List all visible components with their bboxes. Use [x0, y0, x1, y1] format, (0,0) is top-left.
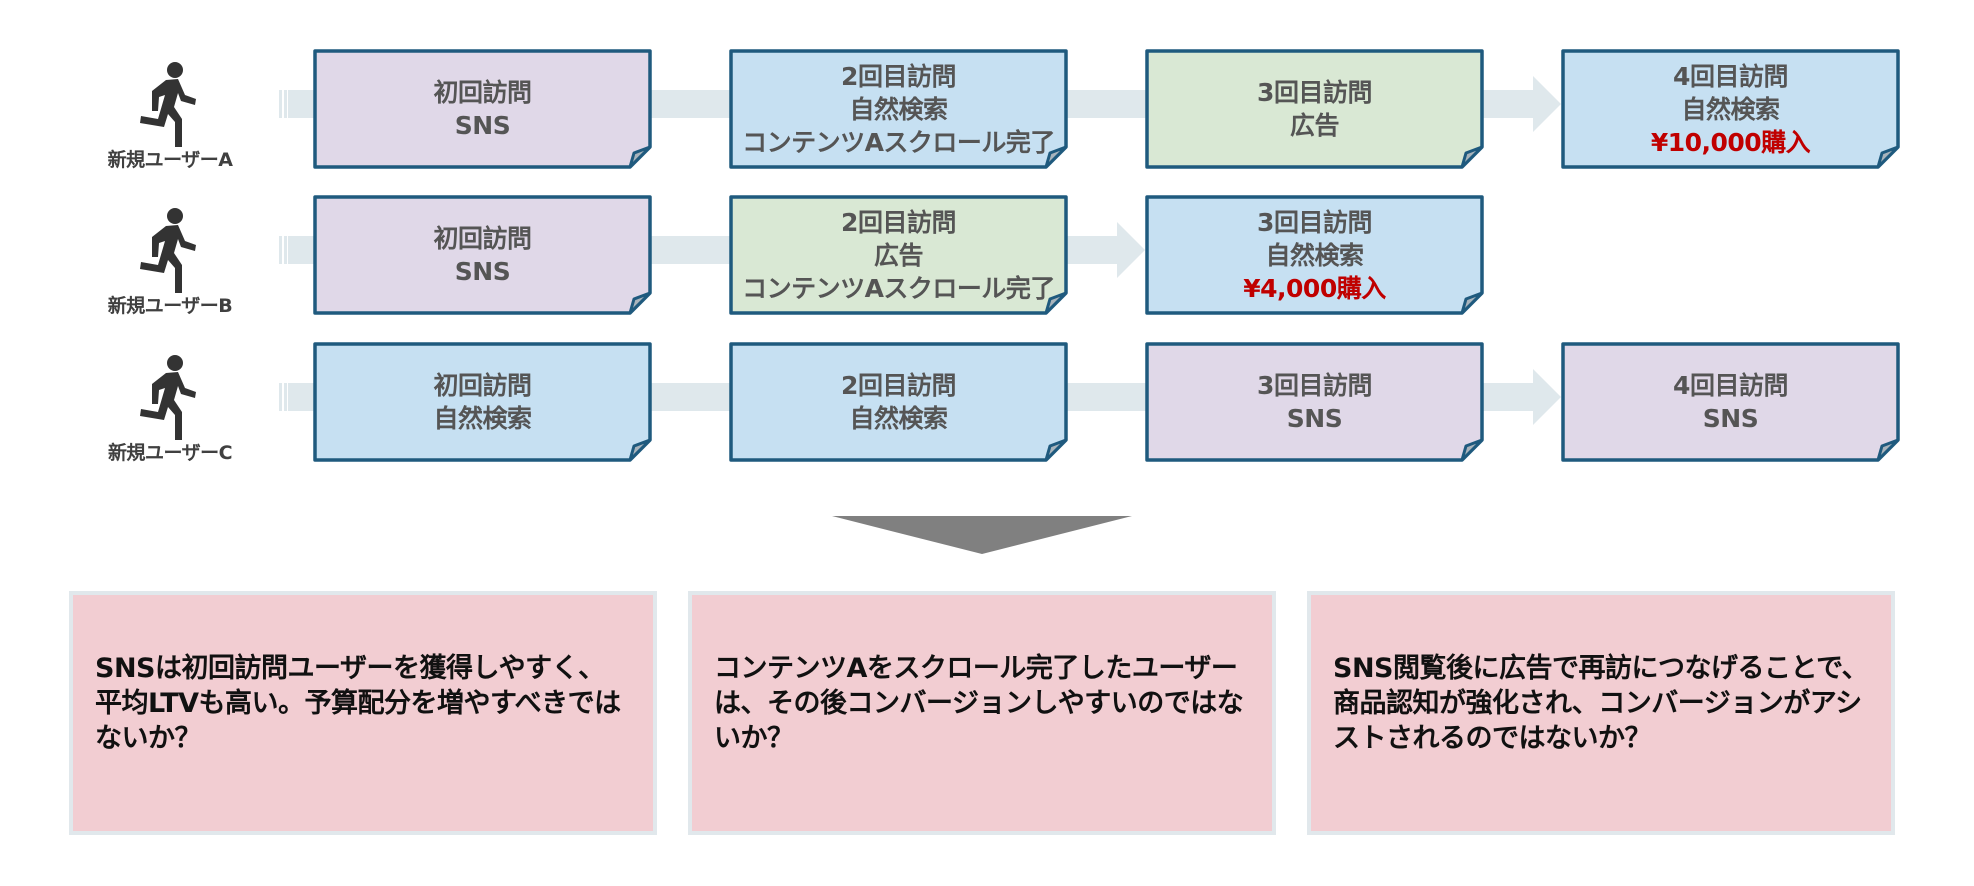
- insight-text: SNS閲覧後に広告で再訪につなげることで、商品認知が強化され、コンバージョンがア…: [1333, 652, 1869, 754]
- page-curl-icon: [1044, 291, 1068, 315]
- user-label: 新規ユーザーA: [107, 149, 233, 171]
- visit-card: 3回目訪問自然検索¥4,000購入: [1145, 195, 1484, 315]
- visit-number: 2回目訪問: [841, 207, 956, 237]
- flow-arrow-head-icon: [1533, 369, 1561, 425]
- visit-card-text: 4回目訪問自然検索¥10,000購入: [1561, 49, 1900, 169]
- visit-detail: SNS: [1286, 404, 1343, 433]
- visit-number: 3回目訪問: [1257, 78, 1372, 107]
- flow-arrow-head-icon: [1117, 222, 1145, 278]
- flow-band-stripe: [279, 236, 282, 264]
- visit-card-text: 2回目訪問自然検索コンテンツAスクロール完了: [729, 49, 1068, 169]
- visit-detail: コンテンツAスクロール完了: [742, 273, 1055, 303]
- page-curl-icon: [628, 145, 652, 169]
- person-running-icon: [140, 62, 196, 147]
- flow-band-stripe: [284, 236, 287, 264]
- insight-text: SNSは初回訪問ユーザーを獲得しやすく、平均LTVも高い。予算配分を増やすべきで…: [95, 652, 621, 754]
- page-curl-icon: [1876, 145, 1900, 169]
- visit-number: 初回訪問: [433, 371, 532, 400]
- visit-detail: 自然検索: [1681, 94, 1780, 124]
- user-a: 新規ユーザーA: [95, 61, 245, 172]
- insight-box-sns: SNSは初回訪問ユーザーを獲得しやすく、平均LTVも高い。予算配分を増やすべきで…: [69, 591, 657, 835]
- flow-band-stripe: [284, 383, 287, 411]
- visit-card-text: 初回訪問 SNS: [313, 195, 652, 315]
- visit-number: 2回目訪問: [841, 371, 956, 400]
- visit-card: 4回目訪問 SNS: [1561, 342, 1900, 462]
- person-running-icon: [140, 355, 196, 440]
- flow-arrow-head-icon: [1533, 76, 1561, 132]
- visit-card: 3回目訪問広告: [1145, 49, 1484, 169]
- visit-detail: 自然検索: [849, 404, 948, 433]
- visit-card: 初回訪問自然検索: [313, 342, 652, 462]
- visit-detail: 自然検索: [433, 404, 532, 433]
- visit-card-text: 3回目訪問 SNS: [1145, 342, 1484, 462]
- visit-card-text: 2回目訪問広告コンテンツAスクロール完了: [729, 195, 1068, 315]
- page-curl-icon: [1460, 291, 1484, 315]
- visit-card-text: 4回目訪問 SNS: [1561, 342, 1900, 462]
- visit-detail: 自然検索: [1265, 240, 1364, 270]
- flow-band-stripe: [279, 90, 282, 118]
- visit-card-text: 3回目訪問自然検索¥4,000購入: [1145, 195, 1484, 315]
- visit-card-text: 初回訪問自然検索: [313, 342, 652, 462]
- visit-number: 4回目訪問: [1673, 61, 1788, 91]
- down-arrow-icon: [832, 516, 1132, 554]
- visit-card: 2回目訪問自然検索コンテンツAスクロール完了: [729, 49, 1068, 169]
- visit-number: 3回目訪問: [1257, 371, 1372, 400]
- purchase-amount: ¥4,000購入: [1243, 273, 1386, 303]
- visit-card-text: 3回目訪問広告: [1145, 49, 1484, 169]
- flow-band-stripe: [284, 90, 287, 118]
- visit-card: 2回目訪問広告コンテンツAスクロール完了: [729, 195, 1068, 315]
- visit-detail: SNS: [454, 257, 511, 286]
- user-b: 新規ユーザーB: [95, 207, 245, 318]
- visit-card: 2回目訪問自然検索: [729, 342, 1068, 462]
- purchase-amount: ¥10,000購入: [1650, 127, 1811, 157]
- visit-detail: 広告: [873, 240, 924, 270]
- user-c: 新規ユーザーC: [95, 354, 245, 465]
- page-curl-icon: [628, 438, 652, 462]
- person-running-icon: [140, 208, 196, 293]
- insight-box-sns-ad: SNS閲覧後に広告で再訪につなげることで、商品認知が強化され、コンバージョンがア…: [1307, 591, 1895, 835]
- visit-detail: SNS: [454, 111, 511, 140]
- page-curl-icon: [1044, 438, 1068, 462]
- visit-detail: SNS: [1702, 404, 1759, 433]
- visit-card: 4回目訪問自然検索¥10,000購入: [1561, 49, 1900, 169]
- visit-card-text: 初回訪問 SNS: [313, 49, 652, 169]
- user-label: 新規ユーザーC: [107, 442, 233, 464]
- flow-band-stripe: [279, 383, 282, 411]
- visit-card-text: 2回目訪問自然検索: [729, 342, 1068, 462]
- page-curl-icon: [1460, 438, 1484, 462]
- visit-number: 2回目訪問: [841, 61, 956, 91]
- user-label: 新規ユーザーB: [107, 295, 233, 317]
- visit-number: 初回訪問: [433, 78, 532, 107]
- visit-detail: 広告: [1289, 111, 1340, 140]
- visit-number: 3回目訪問: [1257, 207, 1372, 237]
- visit-number: 初回訪問: [433, 224, 532, 253]
- page-curl-icon: [1876, 438, 1900, 462]
- page-curl-icon: [1460, 145, 1484, 169]
- visit-card: 初回訪問 SNS: [313, 195, 652, 315]
- visit-number: 4回目訪問: [1673, 371, 1788, 400]
- visit-card: 3回目訪問 SNS: [1145, 342, 1484, 462]
- visit-detail: コンテンツAスクロール完了: [742, 127, 1055, 157]
- page-curl-icon: [628, 291, 652, 315]
- visit-detail: 自然検索: [849, 94, 948, 124]
- insight-box-content-a: コンテンツAをスクロール完了したユーザーは、その後コンバージョンしやすいのではな…: [688, 591, 1276, 835]
- visit-card: 初回訪問 SNS: [313, 49, 652, 169]
- page-curl-icon: [1044, 145, 1068, 169]
- insight-text: コンテンツAをスクロール完了したユーザーは、その後コンバージョンしやすいのではな…: [714, 652, 1244, 754]
